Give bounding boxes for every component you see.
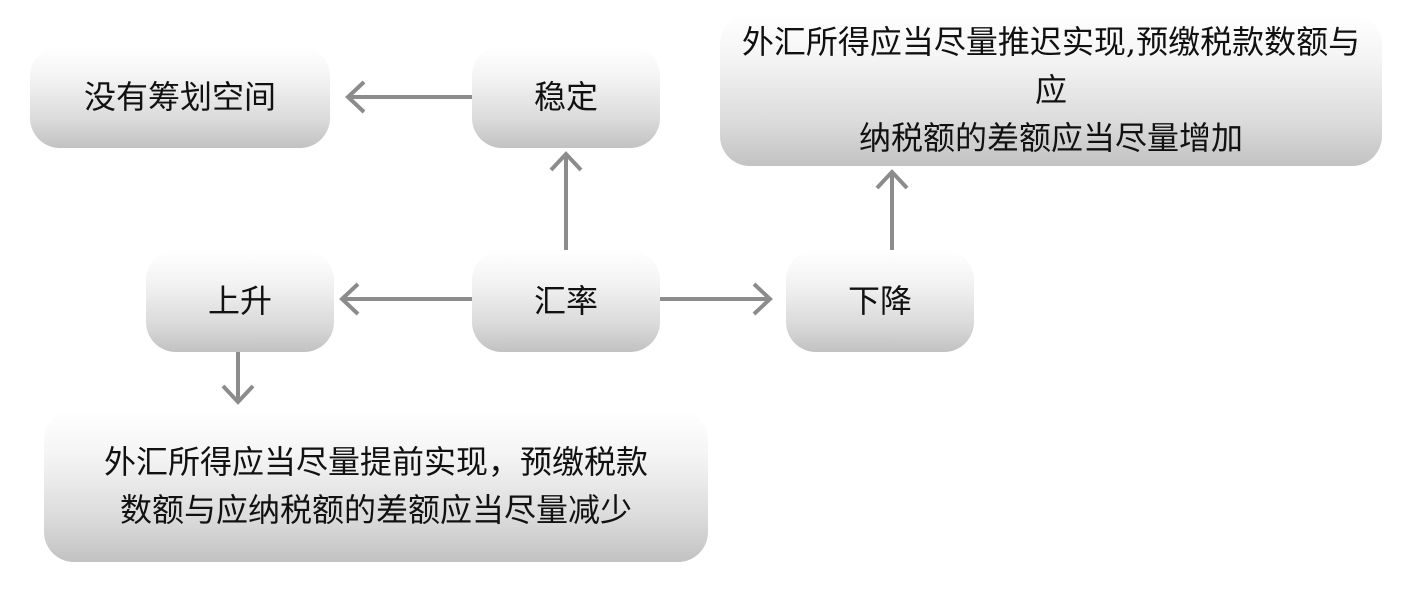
arrow-stable-to-nospace: [345, 80, 472, 114]
fall-result-line-1: 外汇所得应当尽量推迟实现,预缴税款数额与应: [741, 23, 1361, 109]
arrow-rate-to-rise: [339, 282, 472, 316]
fall-result-line-2: 纳税额的差额应当尽量增加: [858, 119, 1243, 157]
rise-label: 上升: [207, 282, 272, 320]
fall-box: 下降: [786, 250, 974, 352]
arrow-rate-to-stable: [549, 151, 583, 250]
no-planning-space-label: 没有筹划空间: [83, 78, 276, 116]
rise-box: 上升: [146, 250, 334, 352]
stable-label: 稳定: [533, 78, 598, 116]
fall-label: 下降: [847, 282, 912, 320]
rise-result-line-1: 外汇所得应当尽量提前实现，预缴税款: [103, 443, 648, 481]
rise-result-box: 外汇所得应当尽量提前实现，预缴税款 数额与应纳税额的差额应当尽量减少: [44, 410, 708, 562]
exchange-rate-box: 汇率: [472, 250, 660, 352]
arrow-rate-to-fall: [660, 282, 773, 316]
exchange-rate-label: 汇率: [533, 282, 598, 320]
rise-result-line-2: 数额与应纳税额的差额应当尽量减少: [119, 491, 632, 529]
arrow-fall-to-result: [875, 169, 909, 250]
stable-box: 稳定: [472, 46, 660, 148]
no-planning-space-box: 没有筹划空间: [30, 46, 330, 148]
arrow-rise-to-result: [221, 352, 255, 405]
fall-result-box: 外汇所得应当尽量推迟实现,预缴税款数额与应 纳税额的差额应当尽量增加: [720, 14, 1382, 166]
